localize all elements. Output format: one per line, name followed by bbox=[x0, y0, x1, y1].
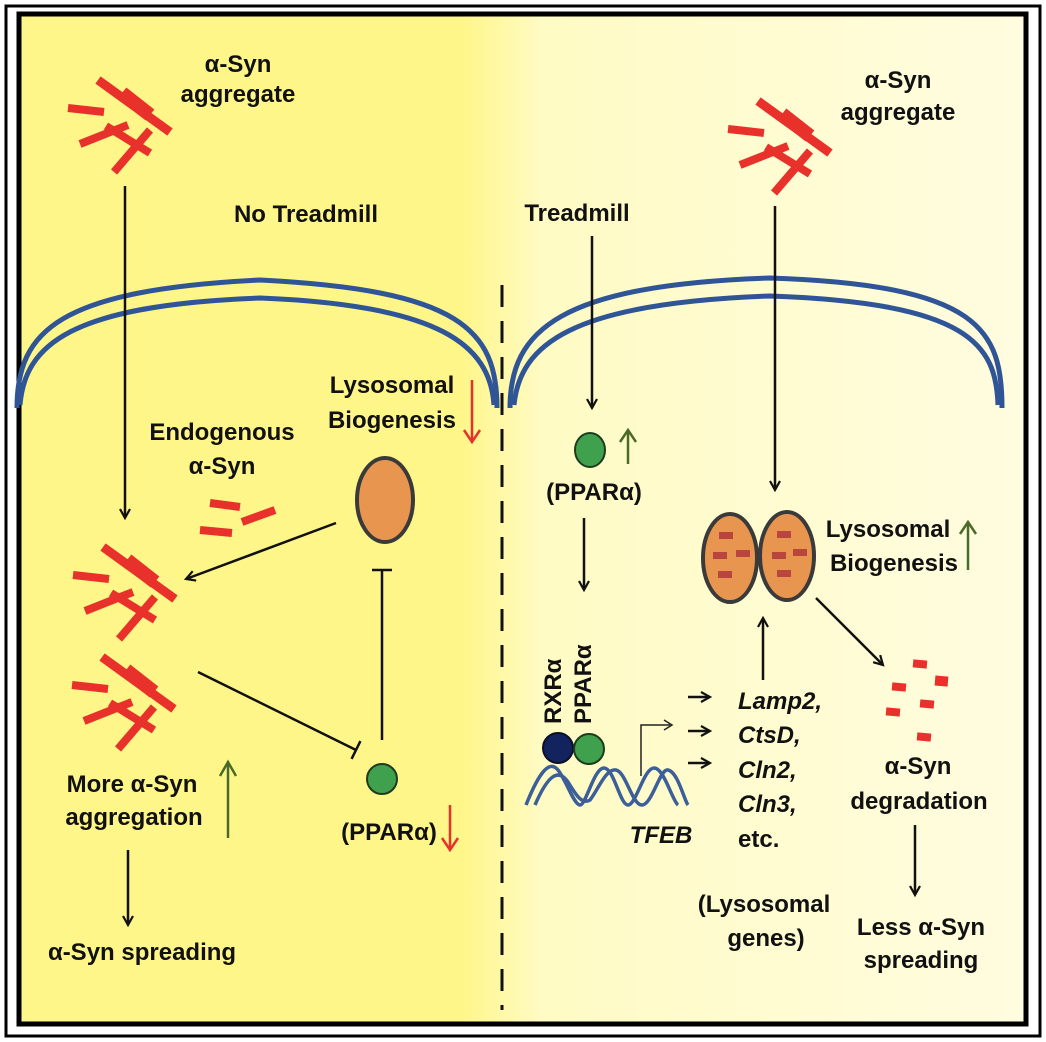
right-ppar-label: (PPARα) bbox=[546, 479, 642, 506]
left-membrane-inner bbox=[17, 295, 497, 406]
left-ppar-icon bbox=[366, 763, 398, 795]
endogenous-label-2: α-Syn bbox=[189, 453, 256, 480]
right-aggregate-label-1: α-Syn bbox=[865, 67, 932, 94]
right-outcome-label-1: Less α-Syn bbox=[857, 914, 985, 941]
endogenous-label-1: Endogenous bbox=[149, 419, 294, 446]
rxr-icon bbox=[542, 732, 574, 764]
right-aggregate-label-2: aggregate bbox=[841, 99, 956, 126]
degraded-fragments-icon bbox=[885, 659, 949, 742]
degradation-label-1: α-Syn bbox=[885, 753, 952, 780]
rxr-label: RXRα bbox=[540, 658, 567, 724]
left-lysosome-icon bbox=[355, 456, 415, 544]
aggregation-up-arrowhead bbox=[218, 759, 238, 777]
tfeb-promoter-arrow-icon bbox=[640, 724, 670, 776]
left-lysosomal-label-2: Biogenesis bbox=[328, 407, 456, 434]
right-lysosome-pair-icon bbox=[701, 510, 816, 604]
tfeb-label: TFEB bbox=[630, 822, 693, 849]
ppar-bound-icon bbox=[573, 733, 605, 765]
gene-etc: etc. bbox=[738, 826, 779, 853]
aggregate-inhibits-ppar bbox=[197, 670, 362, 760]
ppar-bound-label: PPARα bbox=[570, 644, 597, 724]
left-outcome-label: α-Syn spreading bbox=[48, 939, 236, 966]
left-lysosomal-label-1: Lysosomal bbox=[330, 372, 455, 399]
right-membrane-outer bbox=[507, 275, 1005, 409]
left-aggregate-label-1: α-Syn bbox=[205, 51, 272, 78]
right-ppar-icon bbox=[574, 432, 606, 468]
dna-helix-icon bbox=[524, 764, 690, 807]
right-ppar-up-arrowhead bbox=[618, 427, 638, 443]
gene-cln3: Cln3, bbox=[738, 791, 797, 818]
left-ppar-down-arrowhead bbox=[440, 837, 460, 853]
right-lysosomal-up-arrowhead bbox=[958, 519, 978, 535]
left-aggregate-label-2: aggregate bbox=[181, 81, 296, 108]
lysosome-to-degradation-arrow bbox=[815, 597, 883, 665]
right-membrane-inner bbox=[511, 293, 1001, 406]
gene-ctsd: CtsD, bbox=[738, 722, 801, 749]
genes-caption-1: (Lysosomal bbox=[698, 891, 830, 918]
left-condition-label: No Treadmill bbox=[234, 201, 378, 228]
aggregation-label-1: More α-Syn bbox=[67, 771, 198, 798]
right-lysosomal-label-1: Lysosomal bbox=[826, 516, 951, 543]
gene-cln2: Cln2, bbox=[738, 757, 797, 784]
right-outcome-label-2: spreading bbox=[864, 947, 979, 974]
outer-frame bbox=[4, 4, 1042, 1038]
endogenous-monomers-icon bbox=[199, 499, 277, 537]
right-lysosomal-label-2: Biogenesis bbox=[830, 550, 958, 577]
left-lysosomal-down-arrowhead bbox=[462, 429, 482, 445]
right-condition-label: Treadmill bbox=[524, 200, 629, 227]
right-panel: α-Syn aggregate Treadmill (PPARα) RXRα P… bbox=[507, 67, 1005, 974]
degradation-label-2: degradation bbox=[850, 788, 987, 815]
left-panel: α-Syn aggregate No Treadmill Endogenous … bbox=[14, 51, 500, 966]
left-membrane-outer bbox=[14, 277, 500, 409]
lysosome-to-aggregate-arrow bbox=[186, 521, 337, 579]
genes-caption-2: genes) bbox=[727, 925, 804, 952]
left-ppar-label: (PPARα) bbox=[341, 819, 437, 846]
gene-lamp2: Lamp2, bbox=[738, 688, 822, 715]
aggregation-label-2: aggregation bbox=[65, 804, 202, 831]
inner-frame bbox=[16, 11, 1029, 1027]
tfeb-promoter-arrowhead bbox=[663, 719, 674, 731]
